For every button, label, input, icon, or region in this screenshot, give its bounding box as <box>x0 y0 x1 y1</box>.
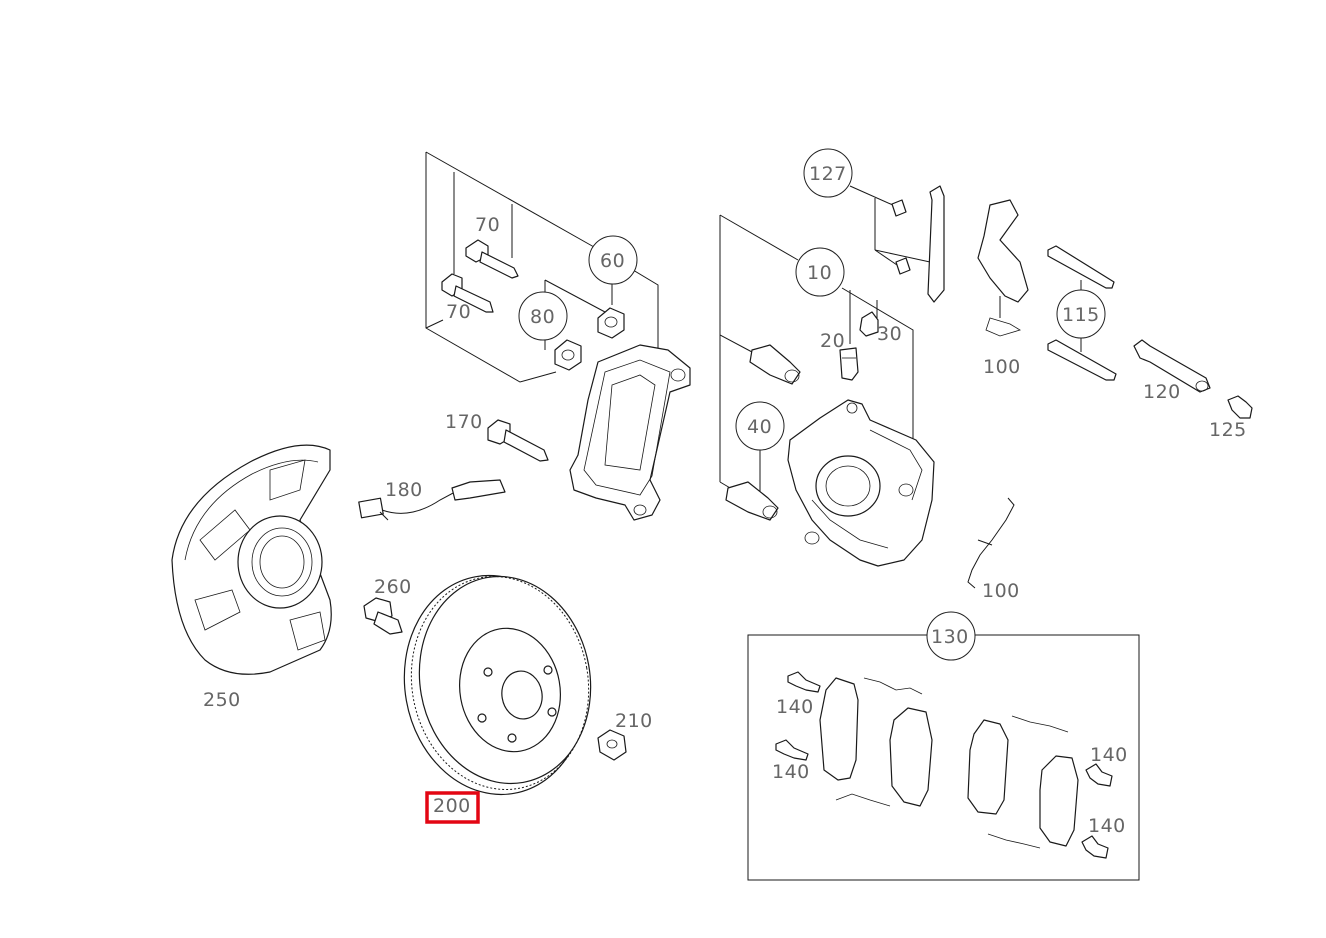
label-115[interactable]: 115 <box>1062 304 1100 326</box>
bolt-70-lower[interactable] <box>441 273 494 313</box>
label-100-lower[interactable]: 100 <box>982 580 1020 602</box>
pin-115-lower[interactable] <box>1047 339 1117 381</box>
bolt-260[interactable] <box>363 597 403 635</box>
label-20[interactable]: 20 <box>820 330 845 352</box>
caliper-housing-10[interactable] <box>787 399 935 567</box>
callout-circles <box>518 148 1106 661</box>
bolt-170[interactable] <box>487 419 549 462</box>
label-127[interactable]: 127 <box>809 163 847 185</box>
guide-pin-40-upper[interactable] <box>749 344 801 385</box>
bleeder-valve-20[interactable] <box>839 347 859 381</box>
part-labels: 127 70 60 10 70 80 115 30 20 100 120 170… <box>203 163 1247 837</box>
brake-disc-200[interactable] <box>387 561 607 809</box>
clip-127[interactable] <box>891 185 945 303</box>
pin-115-upper[interactable] <box>1047 245 1115 289</box>
label-125[interactable]: 125 <box>1209 419 1247 441</box>
bolt-70-upper[interactable] <box>465 239 519 279</box>
guide-pin-40-lower[interactable] <box>725 481 779 521</box>
label-170[interactable]: 170 <box>445 411 483 433</box>
label-210[interactable]: 210 <box>615 710 653 732</box>
nut-80-upper[interactable] <box>597 307 625 339</box>
nut-210[interactable] <box>597 729 627 761</box>
bleeder-cap-30[interactable] <box>859 311 879 337</box>
wear-sensor-180[interactable] <box>358 479 506 521</box>
label-70-upper[interactable]: 70 <box>475 214 500 236</box>
label-180[interactable]: 180 <box>385 479 423 501</box>
label-140-c[interactable]: 140 <box>1090 744 1128 766</box>
label-260[interactable]: 260 <box>374 576 412 598</box>
selected-part-highlight <box>425 791 480 824</box>
label-200[interactable]: 200 <box>433 795 471 817</box>
brake-pad-set-130[interactable] <box>775 671 1113 859</box>
label-40[interactable]: 40 <box>747 416 772 438</box>
label-10[interactable]: 10 <box>807 262 832 284</box>
spring-100-lower[interactable] <box>967 497 1015 589</box>
label-140-d[interactable]: 140 <box>1088 815 1126 837</box>
caliper-bracket-60[interactable] <box>569 344 691 521</box>
bolt-125[interactable] <box>1227 395 1253 419</box>
sleeve-120[interactable] <box>1133 339 1211 393</box>
label-130[interactable]: 130 <box>931 626 969 648</box>
spring-100-upper[interactable] <box>977 199 1029 337</box>
label-100-upper[interactable]: 100 <box>983 356 1021 378</box>
label-80[interactable]: 80 <box>530 306 555 328</box>
label-250[interactable]: 250 <box>203 689 241 711</box>
label-70-lower[interactable]: 70 <box>446 301 471 323</box>
label-60[interactable]: 60 <box>600 250 625 272</box>
dust-shield-250[interactable] <box>171 444 332 675</box>
label-30[interactable]: 30 <box>877 323 902 345</box>
label-140-b[interactable]: 140 <box>772 761 810 783</box>
label-120[interactable]: 120 <box>1143 381 1181 403</box>
nut-80-lower[interactable] <box>554 339 582 371</box>
label-140-a[interactable]: 140 <box>776 696 814 718</box>
